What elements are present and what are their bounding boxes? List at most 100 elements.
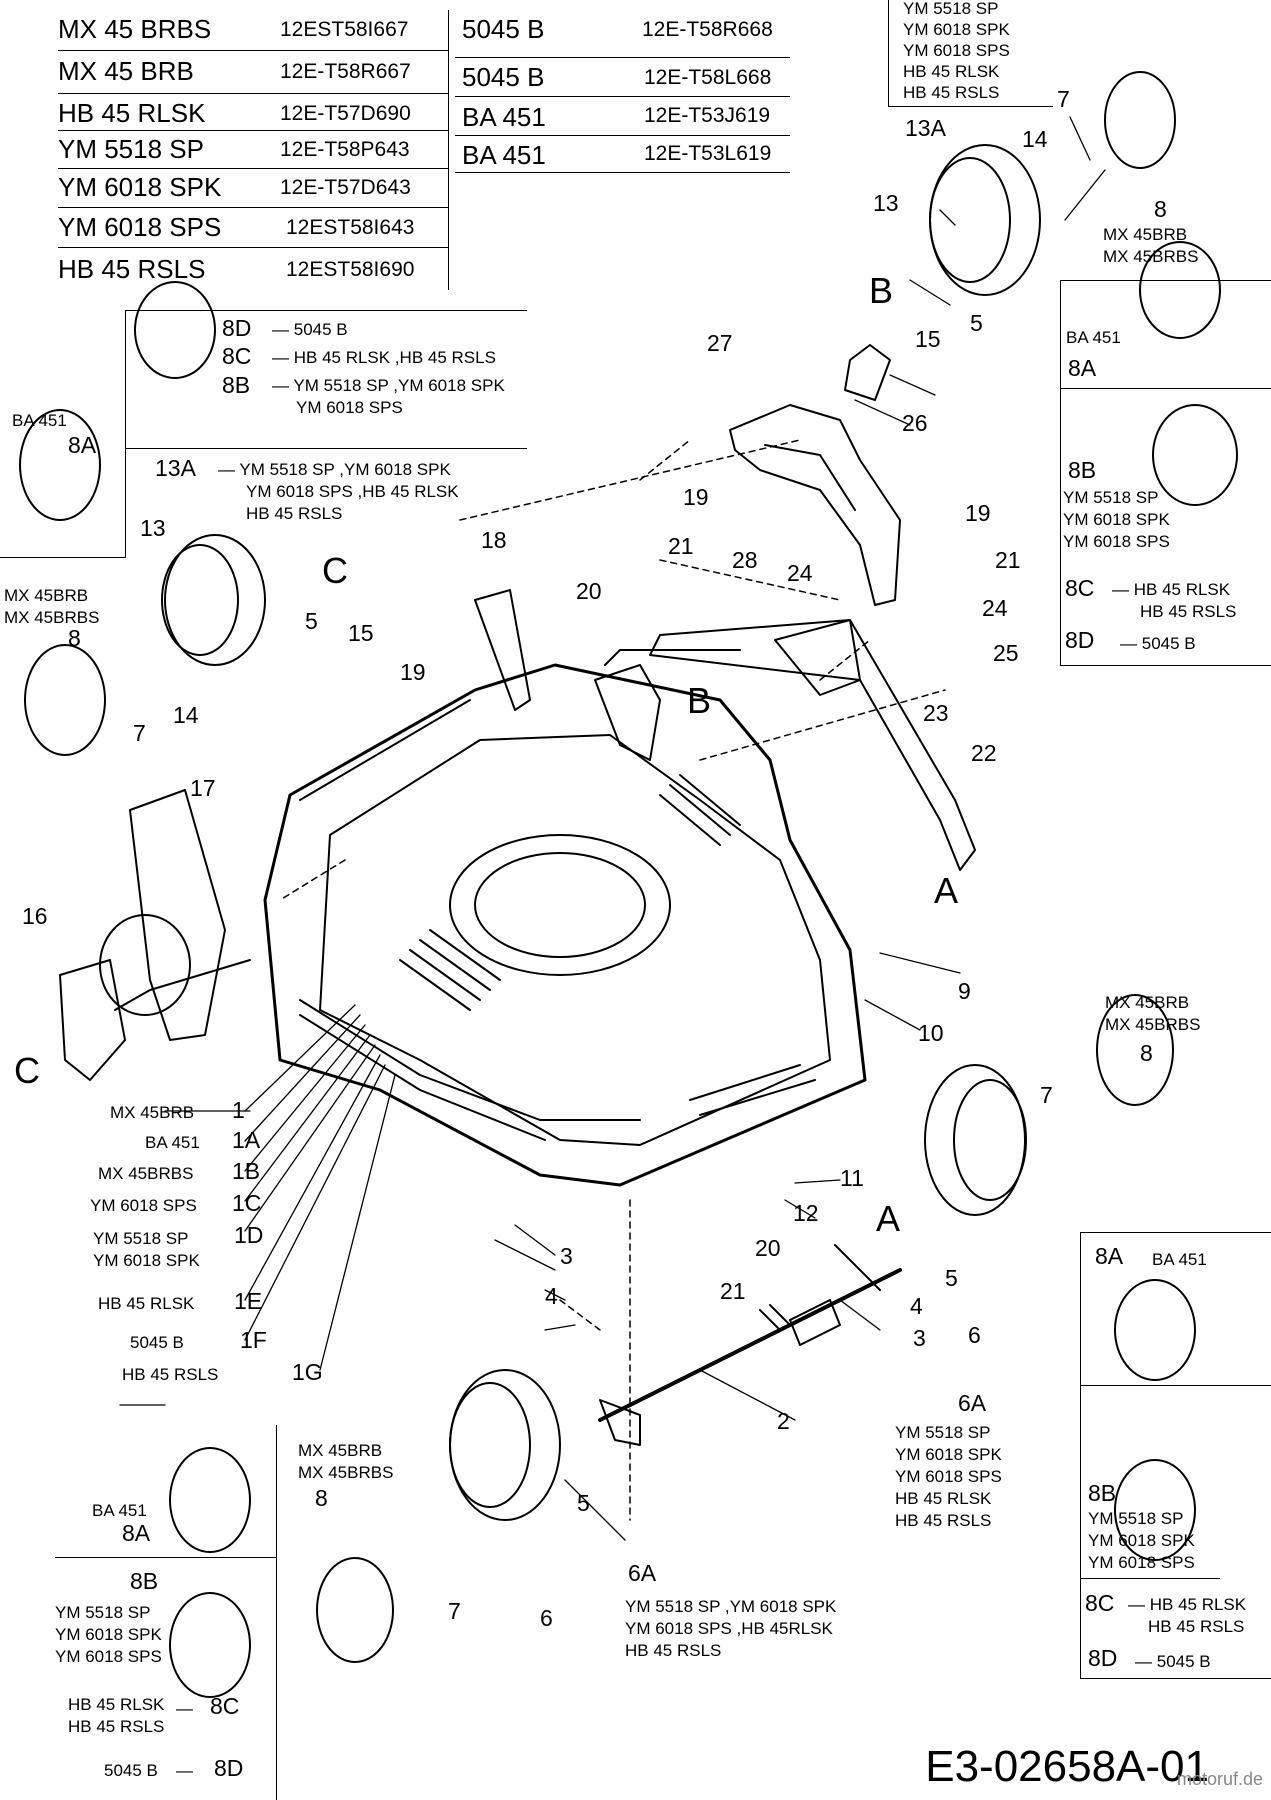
legend-id: 8D [1088,1645,1118,1671]
legend-id: 13A [155,455,196,481]
legend-id: 8B [1068,457,1097,483]
wheels [161,144,1041,1521]
legend-model: YM 6018 SPS [1088,1553,1195,1572]
legend-id: 8B [130,1568,159,1594]
legend-model: BA 451 [1066,328,1121,347]
handle-assembly [474,344,976,871]
callout-13: 13 [140,515,166,541]
callout-7: 7 [1040,1082,1053,1108]
legend-model: 5045 B [104,1761,158,1780]
legend-models: HB 45 RLSK ,HB 45 RSLS [293,348,496,367]
callout-5: 5 [970,310,983,336]
legend-id: 6A [628,1560,657,1586]
legend-id: 8B [222,372,251,398]
callout-11: 11 [840,1165,864,1191]
model-name: YM 6018 SPK [58,172,222,202]
callout-12: 12 [793,1200,819,1226]
callout-28: 28 [732,547,758,573]
model-name: BA 451 [462,140,546,170]
model-code: 12E-T58P643 [280,138,410,161]
legend-model: MX 45BRB [298,1441,383,1460]
model-table-left: MX 45 BRBS 12EST58I667 MX 45 BRB 12E-T58… [58,14,448,294]
watermark: motoruf.de [1176,1769,1263,1789]
legend-model: HB 45 RSLS [895,1511,992,1530]
variant-model: 5045 B [130,1333,184,1352]
callout-7: 7 [133,720,146,746]
model-code: 12E-T53J619 [644,104,771,127]
callout-6: 6 [968,1322,981,1348]
callout-13A: 13A [905,115,946,141]
callout-3: 3 [560,1243,573,1269]
legend-model: HB 45 RLSK [1133,580,1231,599]
legend-id: 8C [222,343,252,369]
callout-4: 4 [545,1283,558,1309]
callout-21: 21 [668,533,694,559]
legend-model: HB 45 RSLS [1140,602,1237,621]
legend-id: 8A [68,432,97,458]
model-label: HB 45 RSLS [903,83,1000,102]
legend-models: YM 5518 SP ,YM 6018 SPK [293,376,505,395]
mower-deck [263,663,867,1187]
legend-id: 8D [214,1755,244,1781]
model-label: YM 5518 SP [903,0,999,18]
legend-model: HB 45 RSLS [625,1641,722,1660]
legend-id: 8A [1068,355,1097,381]
callout-24: 24 [982,595,1008,621]
model-label: YM 6018 SPS [903,41,1010,60]
model-code: 12E-T57D643 [280,176,411,199]
top-right-models: YM 5518 SP YM 6018 SPK YM 6018 SPS HB 45… [903,0,1010,103]
legend-model: YM 6018 SPK [895,1445,1002,1464]
callout-18: 18 [481,527,507,553]
legend-model: MX 45BRBS [1103,247,1199,266]
legend-models: YM 5518 SP ,YM 6018 SPK [239,460,451,479]
callout-10: 10 [918,1020,944,1046]
callout-21: 21 [720,1278,746,1304]
legend-model: YM 6018 SPS [55,1647,162,1666]
model-name: 5045 B [462,14,545,44]
variant-model: YM 6018 SPK [93,1251,200,1270]
variant-model: HB 45 RLSK [98,1294,195,1313]
variant-id: 1G [292,1359,323,1385]
letter-a: A [934,870,959,911]
callout-20: 20 [576,578,602,604]
model-code: 12E-T53L619 [644,142,772,165]
legend-id: 8C [210,1693,240,1719]
model-code: 12EST58I643 [286,216,415,239]
model-code: 12E-T57D690 [280,102,411,125]
model-label: YM 6018 SPK [903,20,1010,39]
letter-a: A [876,1198,901,1239]
model-name: 5045 B [462,62,545,92]
callout-19: 19 [683,484,709,510]
legend-model: MX 45BRB [1105,993,1190,1012]
legend-id: 8A [122,1520,151,1546]
dashed-guides [279,439,946,1521]
legend-model: YM 5518 SP [895,1423,991,1442]
callout-19: 19 [965,500,991,526]
legend-model: YM 5518 SP [1088,1509,1184,1528]
callout-5: 5 [945,1265,958,1291]
callout-15: 15 [915,326,941,352]
legend-model: YM 6018 SPS [895,1467,1002,1486]
model-name: YM 6018 SPS [58,212,222,242]
legend-model: HB 45 RSLS [1148,1617,1245,1636]
model-code: 12E-T58R668 [642,18,773,41]
legend-model: MX 45BRB [4,586,89,605]
callout-14: 14 [173,702,199,728]
legend-model: YM 5518 SP [55,1603,151,1622]
model-name: HB 45 RLSK [58,98,206,128]
legend-model: BA 451 [12,411,67,430]
callout-27: 27 [707,330,733,356]
callout-25: 25 [993,640,1019,666]
legend-model: HB 45 RLSK [895,1489,992,1508]
legend-models: HB 45 RSLS [246,504,343,523]
model-table-right: 5045 B 12E-T58R668 5045 B 12E-T58L668 BA… [462,14,792,174]
callout-9: 9 [958,978,971,1004]
legend-model: MX 45BRBS [1105,1015,1201,1034]
model-name: MX 45 BRB [58,56,194,86]
model-name: MX 45 BRBS [58,14,212,44]
letter-c: C [14,1050,40,1091]
variant-model: HB 45 RSLS [122,1365,219,1384]
legend-model: YM 6018 SPK [55,1625,162,1644]
variant-id: 1B [232,1158,261,1184]
callout-20: 20 [755,1235,781,1261]
